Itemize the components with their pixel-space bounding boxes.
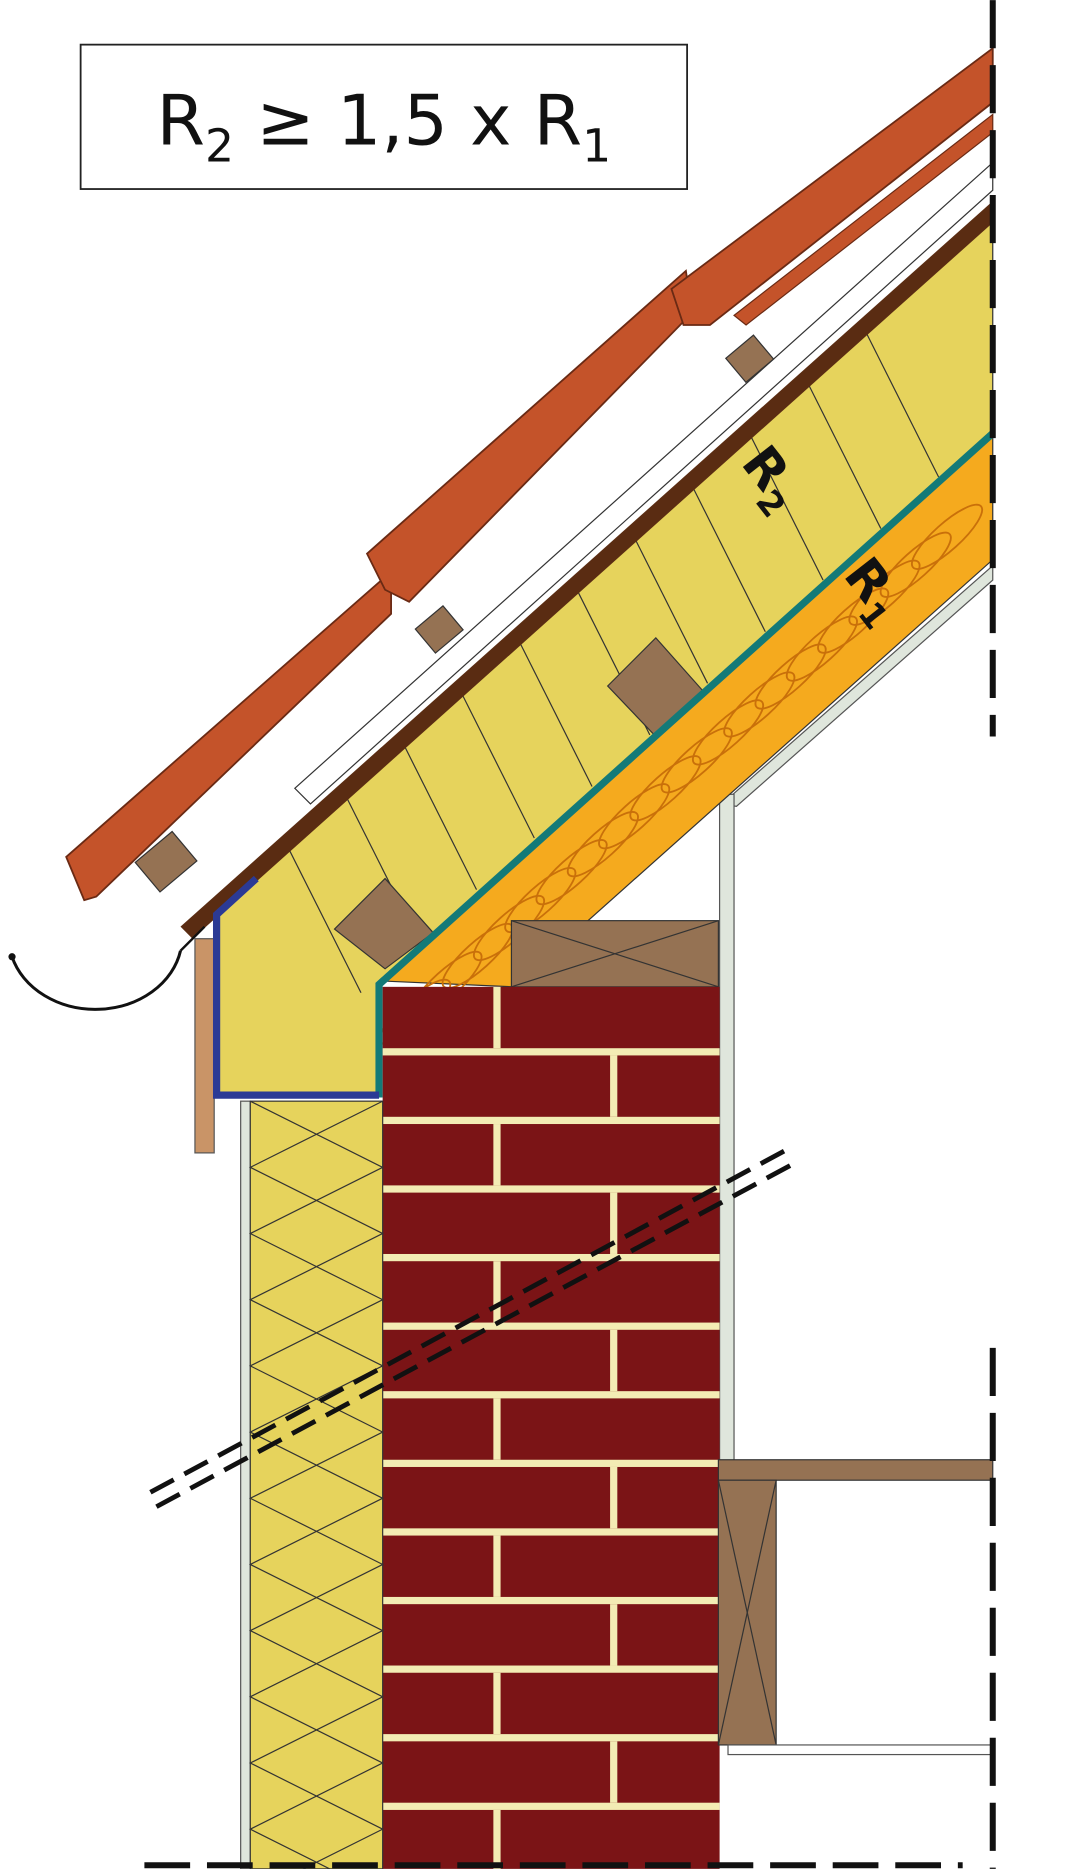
- insulation-loop: [660, 727, 733, 794]
- gutter: [10, 950, 182, 1011]
- mortar-perpend: [493, 1672, 501, 1735]
- hatch-line: [692, 487, 766, 632]
- roof-tile: [670, 46, 994, 326]
- floor-beam-cross: [717, 1480, 777, 1746]
- batten: [134, 830, 198, 893]
- hatch-line: [288, 848, 362, 994]
- fascia-board: [194, 938, 215, 1154]
- eave-bracket: [212, 875, 380, 1099]
- batten: [414, 605, 464, 654]
- insulation-loop: [754, 643, 827, 710]
- mortar-perpend: [610, 1604, 618, 1666]
- mortar-perpend: [493, 1398, 501, 1460]
- mortar-perpend: [610, 1741, 618, 1803]
- render-layer: [240, 1100, 251, 1869]
- mortar-bed: [382, 1185, 720, 1193]
- hatch-line: [461, 693, 535, 839]
- mortar-joints: [382, 986, 720, 1869]
- wall-plaster: [718, 793, 735, 1463]
- external-insulation: [249, 1100, 384, 1869]
- insulation-loop: [566, 811, 639, 878]
- mortar-bed: [382, 1116, 720, 1125]
- insulation-loop: [817, 587, 890, 654]
- hatch-line: [519, 642, 593, 787]
- mortar-bed: [382, 1459, 720, 1467]
- formula-box: [79, 43, 689, 190]
- insulation-loop: [911, 503, 984, 570]
- mortar-perpend: [610, 1192, 618, 1254]
- insulation-loop: [535, 839, 608, 906]
- roof-tile: [365, 269, 693, 603]
- insulation-loop: [629, 755, 702, 822]
- zigzag-line: [248, 1100, 385, 1869]
- brick-wall: [382, 986, 720, 1869]
- mortar-perpend: [493, 986, 501, 1049]
- mortar-bed: [382, 1734, 720, 1742]
- floor-joist: [717, 1459, 994, 1481]
- mortar-bed: [382, 1528, 720, 1536]
- mortar-perpend: [493, 1124, 501, 1186]
- external-insulation-hatch: [248, 1100, 385, 1869]
- insulation-loop: [785, 615, 858, 682]
- hatch-line: [750, 436, 824, 581]
- insulation-loop: [879, 531, 952, 598]
- mortar-bed: [382, 1596, 720, 1605]
- roof-tile: [65, 569, 392, 902]
- zigzag-line: [248, 1100, 385, 1869]
- mortar-bed: [382, 1802, 720, 1810]
- mortar-perpend: [493, 1809, 501, 1869]
- mortar-bed: [382, 1665, 720, 1673]
- gutter-bracket: [179, 925, 206, 952]
- mortar-bed: [382, 1391, 720, 1399]
- insulation-loop: [691, 699, 765, 766]
- vapour-barrier-line: [375, 430, 996, 1098]
- hatch-line: [403, 745, 478, 890]
- ceiling-lining: [727, 1744, 994, 1756]
- break-line: [149, 1143, 796, 1495]
- gutter-lip: [8, 953, 16, 961]
- insulation-loop: [504, 867, 577, 934]
- hatch-line: [634, 539, 709, 684]
- wall-plate-cross: [511, 920, 719, 988]
- mortar-perpend: [493, 1261, 501, 1323]
- hatch-line: [865, 332, 940, 478]
- hatch-line: [808, 384, 882, 529]
- mortar-bed: [382, 1322, 720, 1330]
- underlay: [180, 201, 993, 939]
- mortar-perpend: [493, 1535, 501, 1597]
- insulation-loop: [723, 671, 796, 738]
- mortar-perpend: [610, 1466, 618, 1529]
- mortar-perpend: [610, 1329, 618, 1392]
- mortar-bed: [382, 1048, 720, 1056]
- roof-tile-edge: [733, 113, 994, 326]
- batten: [724, 334, 775, 384]
- insulation-loop: [848, 559, 921, 626]
- mortar-perpend: [610, 1055, 618, 1117]
- formula-text: R2 ≥ 1,5 x R1: [157, 81, 612, 173]
- mortar-bed: [382, 1253, 720, 1262]
- insulation-loop: [598, 783, 671, 850]
- break-line: [155, 1158, 802, 1509]
